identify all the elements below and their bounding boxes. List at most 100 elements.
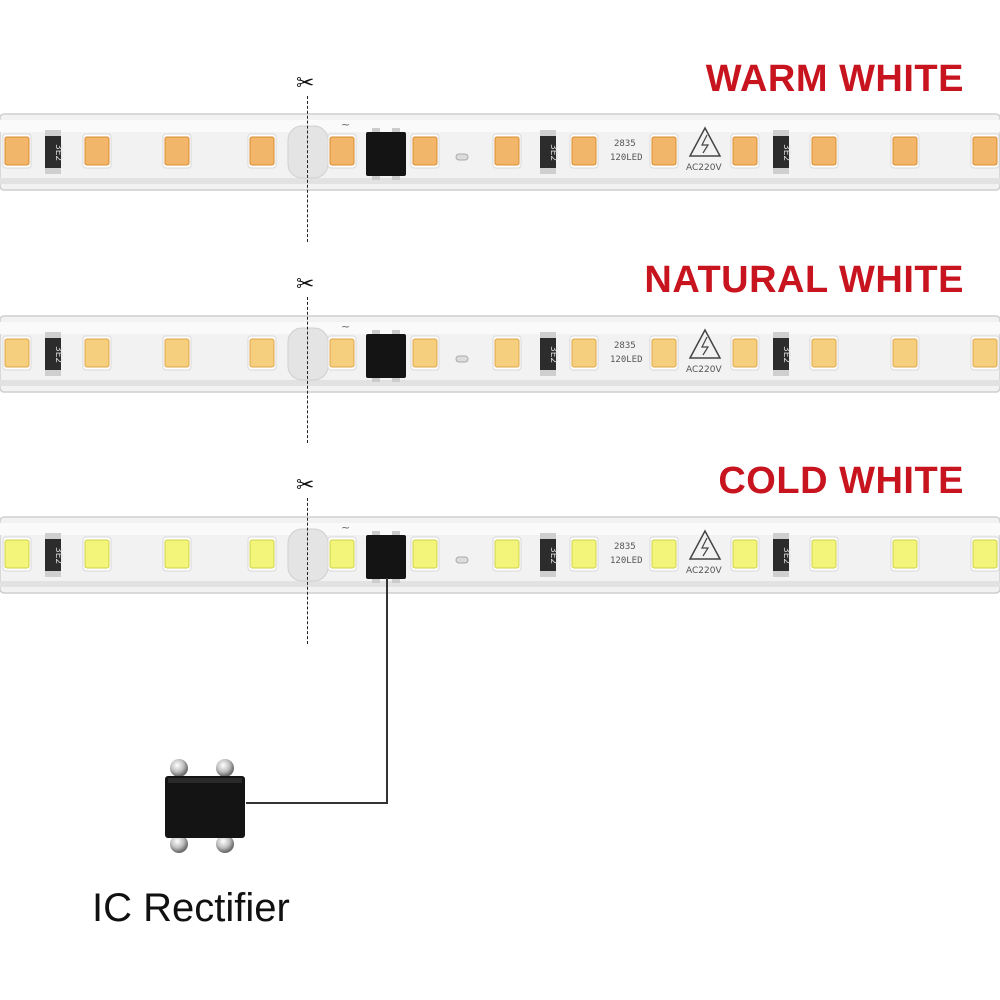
callout-line-vertical xyxy=(386,578,388,803)
resistor-code: 3E2 xyxy=(53,346,63,363)
strip-shadow xyxy=(0,581,1000,587)
led-count-text: 120LED xyxy=(610,153,643,163)
led-chip xyxy=(4,539,30,569)
resistor-pad xyxy=(773,168,789,174)
resistor xyxy=(45,134,61,170)
component-pad xyxy=(455,153,469,161)
cut-line xyxy=(307,297,308,443)
strip-highlight xyxy=(0,120,1000,132)
led-chip xyxy=(651,136,677,166)
led-chip xyxy=(412,136,438,166)
led-chip xyxy=(811,539,837,569)
ic-rectifier-on-strip xyxy=(366,132,406,176)
ic-pin xyxy=(372,376,380,382)
lightning-bolt-icon xyxy=(701,336,710,356)
strip-highlight xyxy=(0,322,1000,334)
ic-pin xyxy=(392,174,400,180)
resistor-code: 3E2 xyxy=(781,144,791,161)
resistor-pad xyxy=(45,533,61,539)
led-chip xyxy=(651,338,677,368)
strip-title-warm-white: WARM WHITE xyxy=(705,58,964,100)
component-pad xyxy=(455,355,469,363)
scissors-icon: ✂ xyxy=(296,272,315,297)
led-chip xyxy=(249,539,275,569)
led-chip xyxy=(412,539,438,569)
led-chip xyxy=(164,539,190,569)
scissors-icon: ✂ xyxy=(296,473,315,498)
ic-pin xyxy=(372,174,380,180)
ic-pin xyxy=(372,531,380,537)
led-type-text: 2835 xyxy=(614,542,636,552)
led-chip xyxy=(494,136,520,166)
ac-symbol: ~ xyxy=(341,521,350,534)
resistor-pad xyxy=(773,533,789,539)
strip-title-natural-white: NATURAL WHITE xyxy=(644,259,964,301)
component-pad xyxy=(455,556,469,564)
high-voltage-icon xyxy=(688,529,722,560)
resistor-pad xyxy=(45,130,61,136)
resistor-pad xyxy=(540,130,556,136)
led-chip xyxy=(164,338,190,368)
led-chip xyxy=(4,338,30,368)
resistor-pad xyxy=(540,533,556,539)
high-voltage-icon xyxy=(688,328,722,359)
cut-pad xyxy=(287,125,329,179)
strip-highlight xyxy=(0,523,1000,535)
ic-pin xyxy=(392,128,400,134)
led-chip xyxy=(892,338,918,368)
resistor-code: 3E2 xyxy=(548,144,558,161)
resistor xyxy=(773,537,789,573)
led-chip xyxy=(811,136,837,166)
led-chip xyxy=(329,338,355,368)
resistor-code: 3E2 xyxy=(53,547,63,564)
voltage-text: AC220V xyxy=(686,566,722,576)
resistor xyxy=(45,336,61,372)
resistor-code: 3E2 xyxy=(781,547,791,564)
voltage-text: AC220V xyxy=(686,365,722,375)
strip-shadow xyxy=(0,380,1000,386)
led-chip xyxy=(571,338,597,368)
resistor-pad xyxy=(45,168,61,174)
ic-pin xyxy=(372,577,380,583)
cut-pad xyxy=(287,327,329,381)
resistor xyxy=(540,336,556,372)
led-chip xyxy=(972,136,998,166)
ic-rectifier-on-strip xyxy=(366,334,406,378)
led-count-text: 120LED xyxy=(610,355,643,365)
resistor xyxy=(540,537,556,573)
cut-line xyxy=(307,498,308,644)
cut-line xyxy=(307,96,308,242)
led-chip xyxy=(84,136,110,166)
resistor-pad xyxy=(45,370,61,376)
led-chip xyxy=(494,338,520,368)
resistor-pad xyxy=(773,370,789,376)
led-chip xyxy=(732,338,758,368)
resistor xyxy=(773,134,789,170)
resistor-pad xyxy=(540,370,556,376)
cut-pad xyxy=(287,528,329,582)
led-chip xyxy=(651,539,677,569)
lightning-bolt-icon xyxy=(701,537,710,557)
resistor xyxy=(773,336,789,372)
led-chip xyxy=(494,539,520,569)
led-chip xyxy=(732,539,758,569)
led-chip xyxy=(732,136,758,166)
ic-pin xyxy=(392,376,400,382)
ic-pin xyxy=(392,577,400,583)
led-chip xyxy=(892,136,918,166)
voltage-text: AC220V xyxy=(686,163,722,173)
ac-symbol: ~ xyxy=(341,320,350,333)
resistor-pad xyxy=(773,332,789,338)
led-chip xyxy=(84,539,110,569)
resistor-pad xyxy=(45,332,61,338)
led-count-text: 120LED xyxy=(610,556,643,566)
led-chip xyxy=(811,338,837,368)
led-chip xyxy=(249,136,275,166)
resistor-pad xyxy=(540,332,556,338)
strip-title-cold-white: COLD WHITE xyxy=(718,460,964,502)
resistor xyxy=(540,134,556,170)
ic-pin xyxy=(392,531,400,537)
